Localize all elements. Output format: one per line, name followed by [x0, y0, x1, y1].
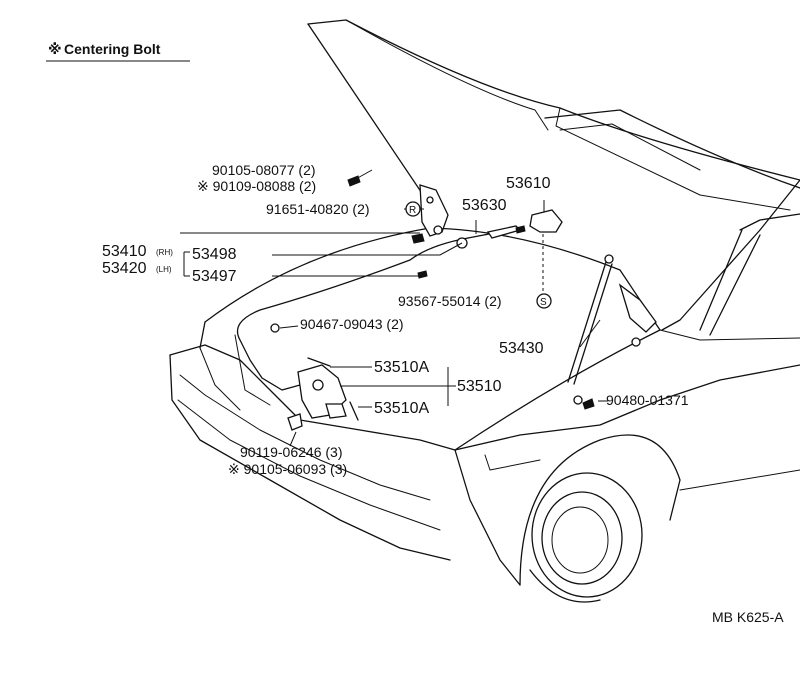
part-labels: 90105-08077 (2) ※ 90109-08088 (2) 91651-…	[102, 162, 689, 477]
part-label-53498: 53498	[192, 246, 237, 263]
marker-s-letter: S	[540, 297, 547, 308]
marker-s: S	[536, 293, 552, 309]
part-label-91651-40820: 91651-40820 (2)	[266, 201, 370, 217]
marker-r-letter: R	[409, 205, 416, 216]
part-label-53510A-top: 53510A	[374, 359, 429, 376]
hood-support-rod	[567, 254, 614, 405]
part-label-53510: 53510	[457, 378, 502, 395]
part-label-53510A-bottom: 53510A	[374, 400, 429, 417]
part-label-53410-side: (RH)	[156, 248, 173, 257]
part-label-53420-side: (LH)	[156, 265, 172, 274]
hood-hinge-rh	[419, 184, 449, 237]
hood-lock-lever	[456, 209, 563, 249]
part-label-90119-06246: 90119-06246 (3)	[240, 444, 342, 460]
part-label-53420: 53420	[102, 260, 147, 277]
part-label-90109-08088: ※ 90109-08088 (2)	[197, 178, 316, 194]
part-label-90467-09043: 90467-09043 (2)	[300, 316, 404, 332]
leader-lines	[180, 169, 608, 447]
part-label-53430: 53430	[499, 340, 544, 357]
figure-code: MB K625-A	[712, 609, 784, 625]
car-body-illustration	[169, 19, 800, 603]
part-label-90480-01371: 90480-01371	[606, 392, 689, 408]
hood-hinge-lh	[618, 283, 657, 347]
part-label-53497: 53497	[192, 268, 237, 285]
legend: ※ Centering Bolt	[46, 41, 190, 62]
legend-symbol: ※	[48, 41, 62, 57]
hood-lock-assembly	[287, 357, 359, 431]
part-label-53610: 53610	[506, 175, 551, 192]
part-label-90105-08077: 90105-08077 (2)	[212, 162, 316, 178]
marker-r: R	[405, 201, 421, 217]
legend-label: Centering Bolt	[64, 41, 161, 57]
part-label-53410: 53410	[102, 243, 147, 260]
part-label-53630: 53630	[462, 197, 507, 214]
part-label-90105-06093: ※ 90105-06093 (3)	[228, 461, 347, 477]
part-label-93567-55014: 93567-55014 (2)	[398, 293, 502, 309]
hood-release-cable	[236, 237, 469, 391]
